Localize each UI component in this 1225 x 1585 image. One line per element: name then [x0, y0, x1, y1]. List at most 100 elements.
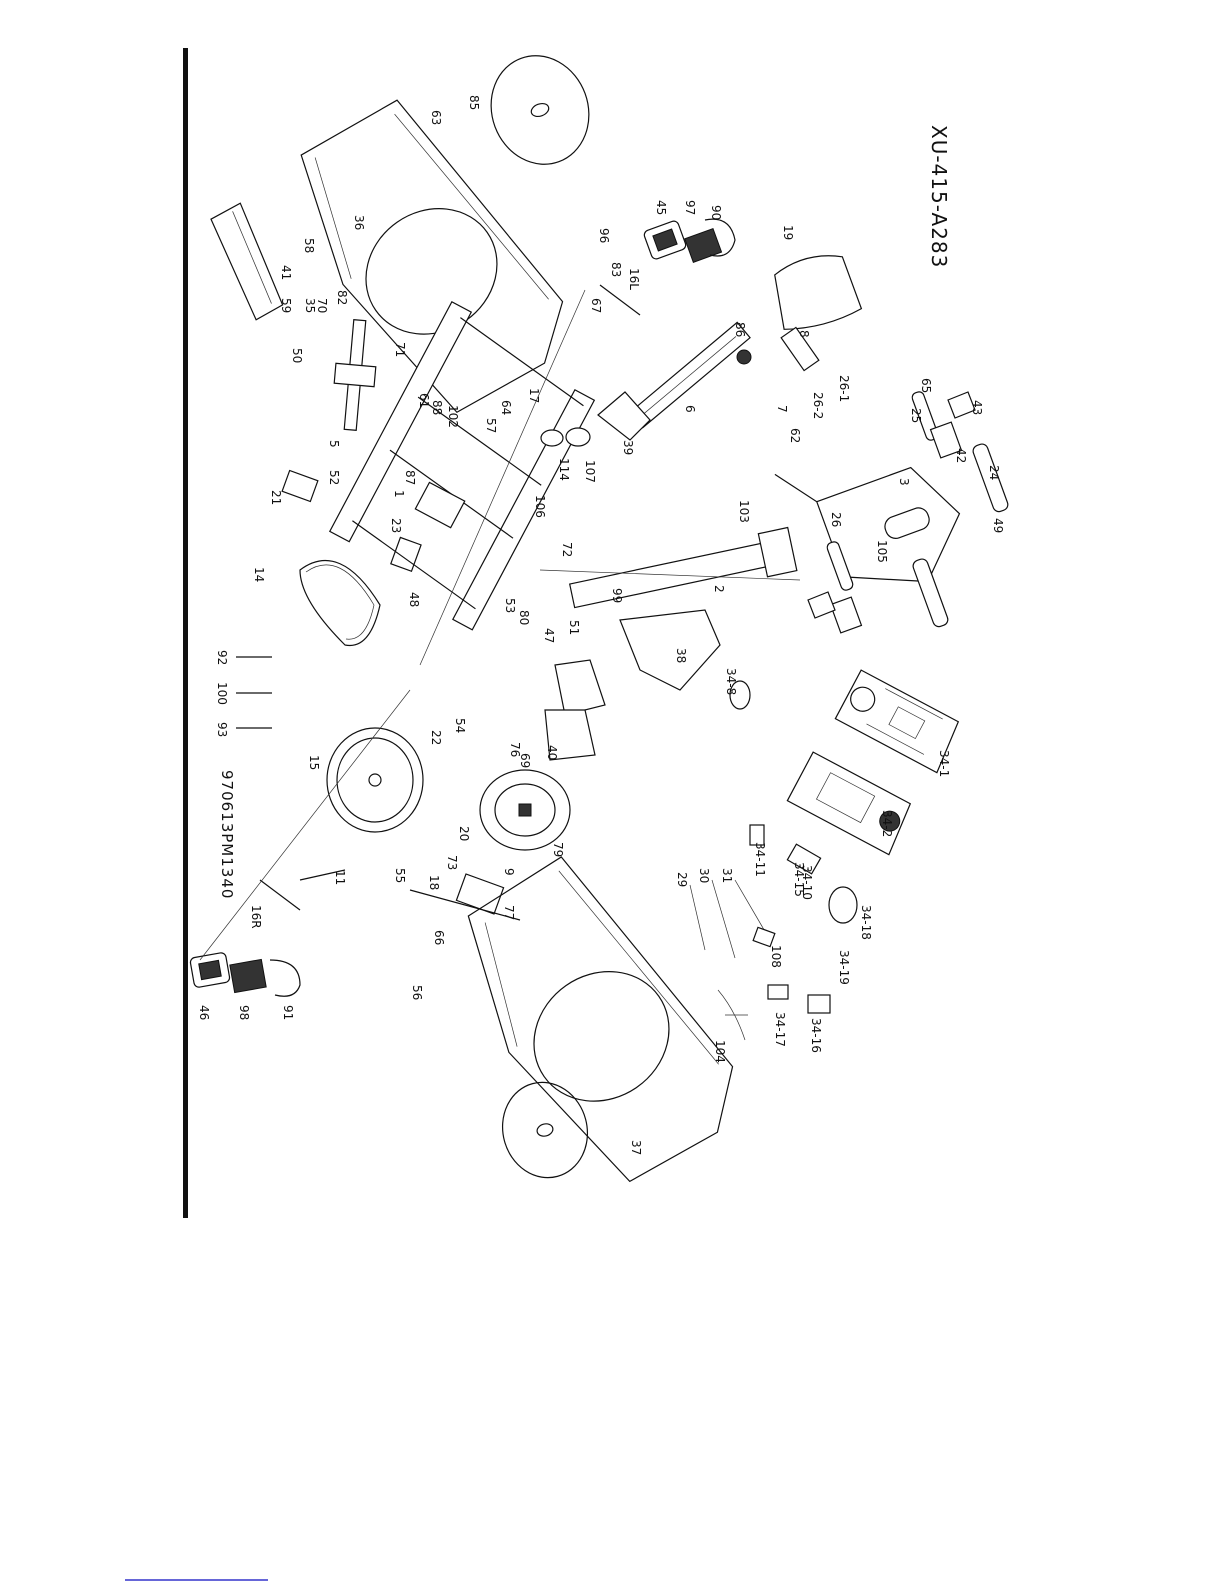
part-label: 48 [407, 592, 421, 607]
part-label: 108 [769, 945, 783, 968]
part-label: 42 [954, 448, 968, 463]
part-label: 8 [797, 330, 811, 338]
part-label: 63 [429, 110, 443, 125]
rear-stabilizer [333, 319, 377, 431]
part-label: 69 [518, 753, 532, 768]
pulse-plate-43-bottom [807, 591, 836, 619]
part-label: 83 [609, 262, 623, 277]
part-label: 34-10 [800, 865, 814, 900]
part-label: 53 [503, 598, 517, 613]
part-label: 80 [517, 610, 531, 625]
part-label: 61 [417, 393, 431, 408]
part-label: 46 [197, 1005, 211, 1020]
tension-bracket [455, 873, 505, 915]
part-34-17 [767, 984, 789, 1000]
part-label: 9 [502, 868, 516, 876]
pedal-strap-91 [269, 959, 301, 997]
part-label: 5 [327, 440, 341, 448]
part-label: 34-11 [753, 842, 767, 877]
part-label: 77 [502, 905, 516, 920]
page-border-line [183, 48, 188, 1218]
part-label: 24 [987, 465, 1001, 480]
part-label: 86 [733, 322, 747, 337]
part-label: 57 [484, 418, 498, 433]
seat [774, 255, 863, 330]
grip-24-top [972, 443, 1009, 513]
part-label: 106 [533, 495, 547, 518]
part-label: 16L [627, 268, 641, 290]
console-top [834, 669, 960, 774]
part-label: 64 [499, 400, 513, 415]
part-label: 34-18 [859, 905, 873, 940]
side-cover-right [467, 856, 734, 1183]
part-label: 38 [674, 648, 688, 663]
part-label: 18 [427, 875, 441, 890]
part-label: 34-1 [937, 750, 951, 777]
part-label: 20 [457, 826, 471, 841]
part-label: 29 [675, 872, 689, 887]
serial-code: 970613PM1340 [218, 770, 236, 899]
knob-86 [736, 349, 752, 365]
part-label: 65 [919, 378, 933, 393]
disc-cover-top [490, 55, 590, 165]
part-label: 11 [333, 870, 347, 885]
part-label: 43 [970, 400, 984, 415]
bushing-114 [540, 429, 564, 447]
part-label: 50 [290, 348, 304, 363]
part-label: 55 [393, 868, 407, 883]
assembly-line-2 [199, 689, 411, 961]
part-label: 93 [215, 722, 229, 737]
part-label: 14 [252, 567, 266, 582]
part-label: 66 [432, 930, 446, 945]
part-label: 107 [583, 460, 597, 483]
part-label: 88 [430, 400, 444, 415]
part-label: 45 [654, 200, 668, 215]
pulse-plate-43-top [947, 391, 976, 419]
part-label: 76 [508, 742, 522, 757]
end-cap-cover [210, 202, 284, 321]
part-label: 67 [589, 298, 603, 313]
flywheel [479, 769, 571, 851]
part-label: 99 [610, 588, 624, 603]
part-label: 54 [453, 718, 467, 733]
part-label: 2 [712, 585, 726, 593]
part-label: 22 [429, 730, 443, 745]
part-34-11 [749, 824, 765, 846]
drive-belt [299, 560, 381, 647]
wire-104 [717, 989, 748, 1041]
part-label: 39 [621, 440, 635, 455]
bushing-107 [565, 427, 591, 447]
part-label: 19 [781, 225, 795, 240]
pulse-sensor-42-bottom [829, 596, 863, 634]
shroud-40-b [544, 709, 596, 761]
cap-34-8 [729, 680, 751, 710]
part-label: 25 [909, 408, 923, 423]
part-label: 52 [327, 470, 341, 485]
part-label: 31 [720, 868, 734, 883]
part-label: 87 [403, 470, 417, 485]
part-label: 15 [307, 755, 321, 770]
part-108 [752, 926, 776, 948]
part-label: 34-15 [792, 862, 806, 897]
bracket-23 [390, 536, 422, 573]
pedal-strap-98 [229, 958, 267, 994]
part-label: 62 [788, 428, 802, 443]
part-label: 30 [697, 868, 711, 883]
part-label: 16R [249, 905, 263, 929]
crank-arm-left [599, 284, 641, 316]
pulley-wheel [326, 727, 424, 833]
part-label: 7 [775, 405, 789, 413]
part-label: 105 [875, 540, 889, 563]
part-label: 34-2 [880, 810, 894, 837]
pulse-sensor-42-top [929, 421, 963, 459]
shroud-40-a [554, 659, 606, 716]
front-shroud [619, 609, 721, 691]
part-label: 82 [335, 290, 349, 305]
part-label: 92 [215, 650, 229, 665]
part-label: 114 [557, 458, 571, 481]
part-label: 79 [551, 842, 565, 857]
disc-cover-bottom [501, 1081, 589, 1179]
seat-slider [780, 326, 820, 372]
part-label: 49 [991, 518, 1005, 533]
